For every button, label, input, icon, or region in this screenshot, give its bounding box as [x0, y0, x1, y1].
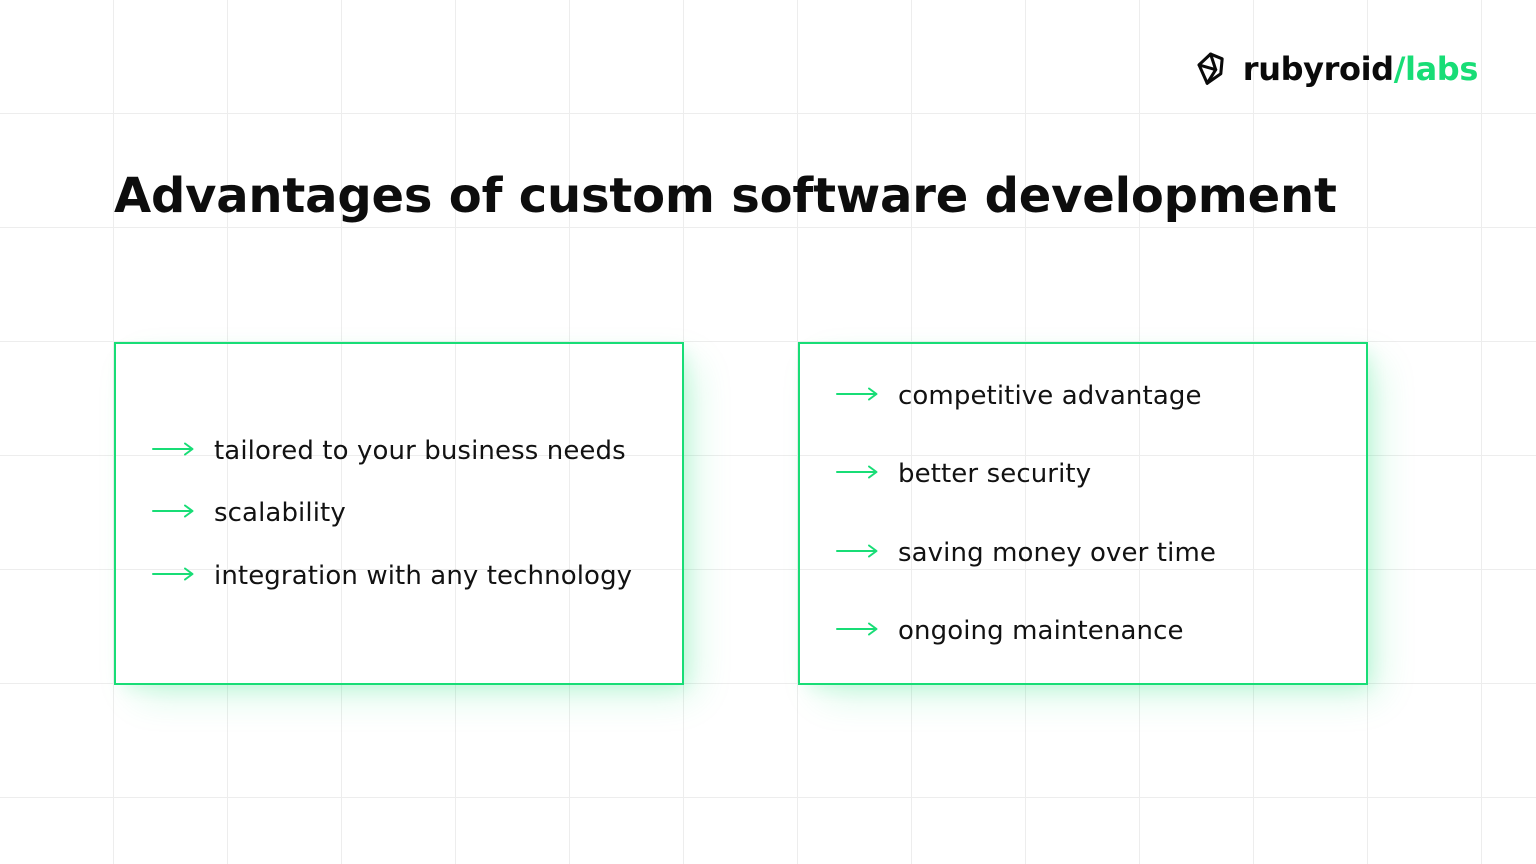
list-item: better security — [836, 454, 1332, 494]
long-right-arrow-icon — [152, 504, 194, 518]
list-item-label: better security — [898, 459, 1092, 490]
list-item-label: integration with any technology — [214, 560, 633, 591]
list-item: competitive advantage — [836, 376, 1332, 416]
advantages-list-right: competitive advantage better security sa… — [836, 376, 1332, 651]
list-item: tailored to your business needs — [152, 431, 648, 471]
list-item: saving money over time — [836, 533, 1332, 573]
list-item-label: scalability — [214, 498, 346, 529]
advantages-card-left: tailored to your business needs scalabil… — [114, 342, 684, 685]
brand-word-rubyroid: rubyroid — [1242, 50, 1394, 88]
list-item: ongoing maintenance — [836, 611, 1332, 651]
list-item: integration with any technology — [152, 556, 648, 596]
advantages-card-right: competitive advantage better security sa… — [798, 342, 1368, 685]
brand-wordmark: rubyroid/labs — [1242, 50, 1479, 88]
list-item-label: tailored to your business needs — [214, 436, 626, 467]
list-item-label: saving money over time — [898, 537, 1216, 568]
list-item-label: ongoing maintenance — [898, 615, 1184, 646]
long-right-arrow-icon — [836, 544, 878, 557]
long-right-arrow-icon — [152, 567, 194, 581]
rubyroid-diamond-mark-icon — [1197, 52, 1224, 85]
brand-word-labs: /labs — [1393, 50, 1479, 88]
page-title: Advantages of custom software developmen… — [114, 168, 1337, 224]
brand-logo: rubyroid/labs — [1197, 52, 1478, 86]
long-right-arrow-icon — [836, 387, 878, 401]
list-item-label: competitive advantage — [898, 380, 1202, 411]
long-right-arrow-icon — [836, 465, 878, 479]
advantages-list-left: tailored to your business needs scalabil… — [152, 431, 648, 596]
advantages-card-group: tailored to your business needs scalabil… — [114, 342, 1369, 685]
long-right-arrow-icon — [152, 442, 194, 456]
long-right-arrow-icon — [836, 622, 878, 636]
list-item: scalability — [152, 493, 648, 533]
